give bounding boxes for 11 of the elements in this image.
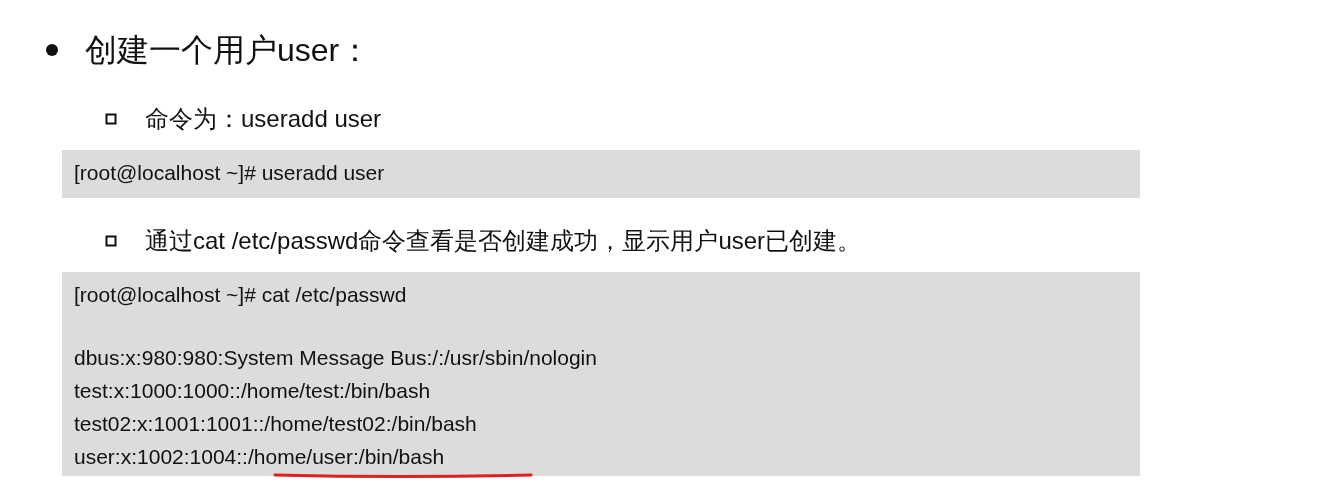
terminal-line: test02:x:1001:1001::/home/test02:/bin/bash <box>74 411 477 437</box>
terminal-line: [root@localhost ~]# cat /etc/passwd <box>74 282 407 308</box>
terminal-line: dbus:x:980:980:System Message Bus:/:/usr/sbin/nologin <box>74 345 597 371</box>
bullet-text: 命令为：useradd user <box>145 104 382 134</box>
terminal-line: [root@localhost ~]# useradd user <box>74 160 385 186</box>
terminal-line: test:x:1000:1000::/home/test:/bin/bash <box>74 378 431 404</box>
terminal-panel <box>62 150 1140 198</box>
bullet-text: 创建一个用户user： <box>85 31 372 70</box>
terminal-panel <box>62 272 1140 476</box>
bullet-text: 通过cat /etc/passwd命令查看是否创建成功，显示用户user已创建。 <box>145 226 862 256</box>
terminal-line: user:x:1002:1004::/home/user:/bin/bash <box>74 444 445 470</box>
